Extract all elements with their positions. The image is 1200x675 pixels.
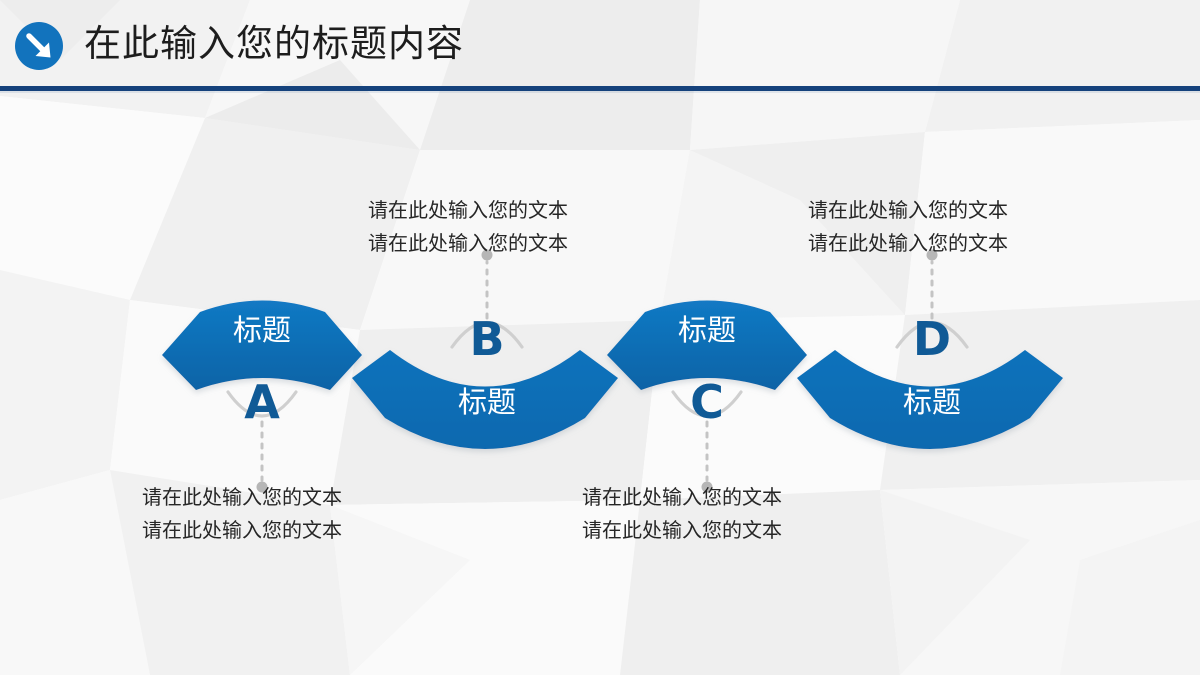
step-C-caption: 请在此处输入您的文本 请在此处输入您的文本	[582, 481, 782, 547]
caption-line: 请在此处输入您的文本	[582, 518, 782, 542]
step-C-group[interactable]: 标题 C	[607, 300, 807, 493]
page-title: 在此输入您的标题内容	[84, 22, 464, 65]
step-A-ribbon[interactable]	[162, 300, 362, 391]
step-C-ribbon[interactable]	[607, 300, 807, 391]
caption-line: 请在此处输入您的文本	[368, 231, 568, 255]
step-B-connector-dot	[481, 249, 493, 261]
step-A-ribbon-label: 标题	[233, 313, 291, 347]
step-B-ribbon-label: 标题	[458, 385, 516, 419]
step-C-arc	[671, 390, 743, 418]
step-A-arc	[226, 390, 298, 418]
arrow-down-right-circle-icon	[15, 22, 63, 70]
caption-line: 请在此处输入您的文本	[808, 198, 1008, 222]
caption-line: 请在此处输入您的文本	[142, 485, 342, 509]
step-C-connector-dot	[701, 481, 713, 493]
step-D-group[interactable]: 标题 D	[797, 249, 1063, 450]
header-divider	[0, 86, 1200, 91]
step-A-connector-dot	[256, 481, 268, 493]
step-D-letter: D	[913, 312, 951, 366]
caption-line: 请在此处输入您的文本	[582, 485, 782, 509]
step-A-group[interactable]: 标题 A	[162, 300, 362, 493]
caption-line: 请在此处输入您的文本	[142, 518, 342, 542]
slide-header: 在此输入您的标题内容	[0, 0, 1200, 90]
step-D-connector-dot	[926, 249, 938, 261]
step-D-ribbon[interactable]	[797, 350, 1063, 449]
step-B-ribbon[interactable]	[352, 350, 618, 449]
step-D-arc	[895, 321, 969, 349]
step-A-letter: A	[244, 375, 280, 429]
step-C-letter: C	[690, 375, 724, 429]
caption-line: 请在此处输入您的文本	[808, 231, 1008, 255]
wave-ribbon-process-diagram: 标题 A 标题 B 标题 C	[162, 249, 1063, 493]
step-B-arc	[450, 321, 524, 349]
step-B-group[interactable]: 标题 B	[352, 249, 618, 450]
step-D-ribbon-label: 标题	[903, 385, 961, 419]
step-D-caption: 请在此处输入您的文本 请在此处输入您的文本	[808, 194, 1008, 260]
step-B-letter: B	[469, 312, 504, 366]
step-B-caption: 请在此处输入您的文本 请在此处输入您的文本	[368, 194, 568, 260]
caption-line: 请在此处输入您的文本	[368, 198, 568, 222]
step-A-caption: 请在此处输入您的文本 请在此处输入您的文本	[142, 481, 342, 547]
header-divider-shadow	[0, 91, 1200, 93]
step-C-ribbon-label: 标题	[678, 313, 736, 347]
